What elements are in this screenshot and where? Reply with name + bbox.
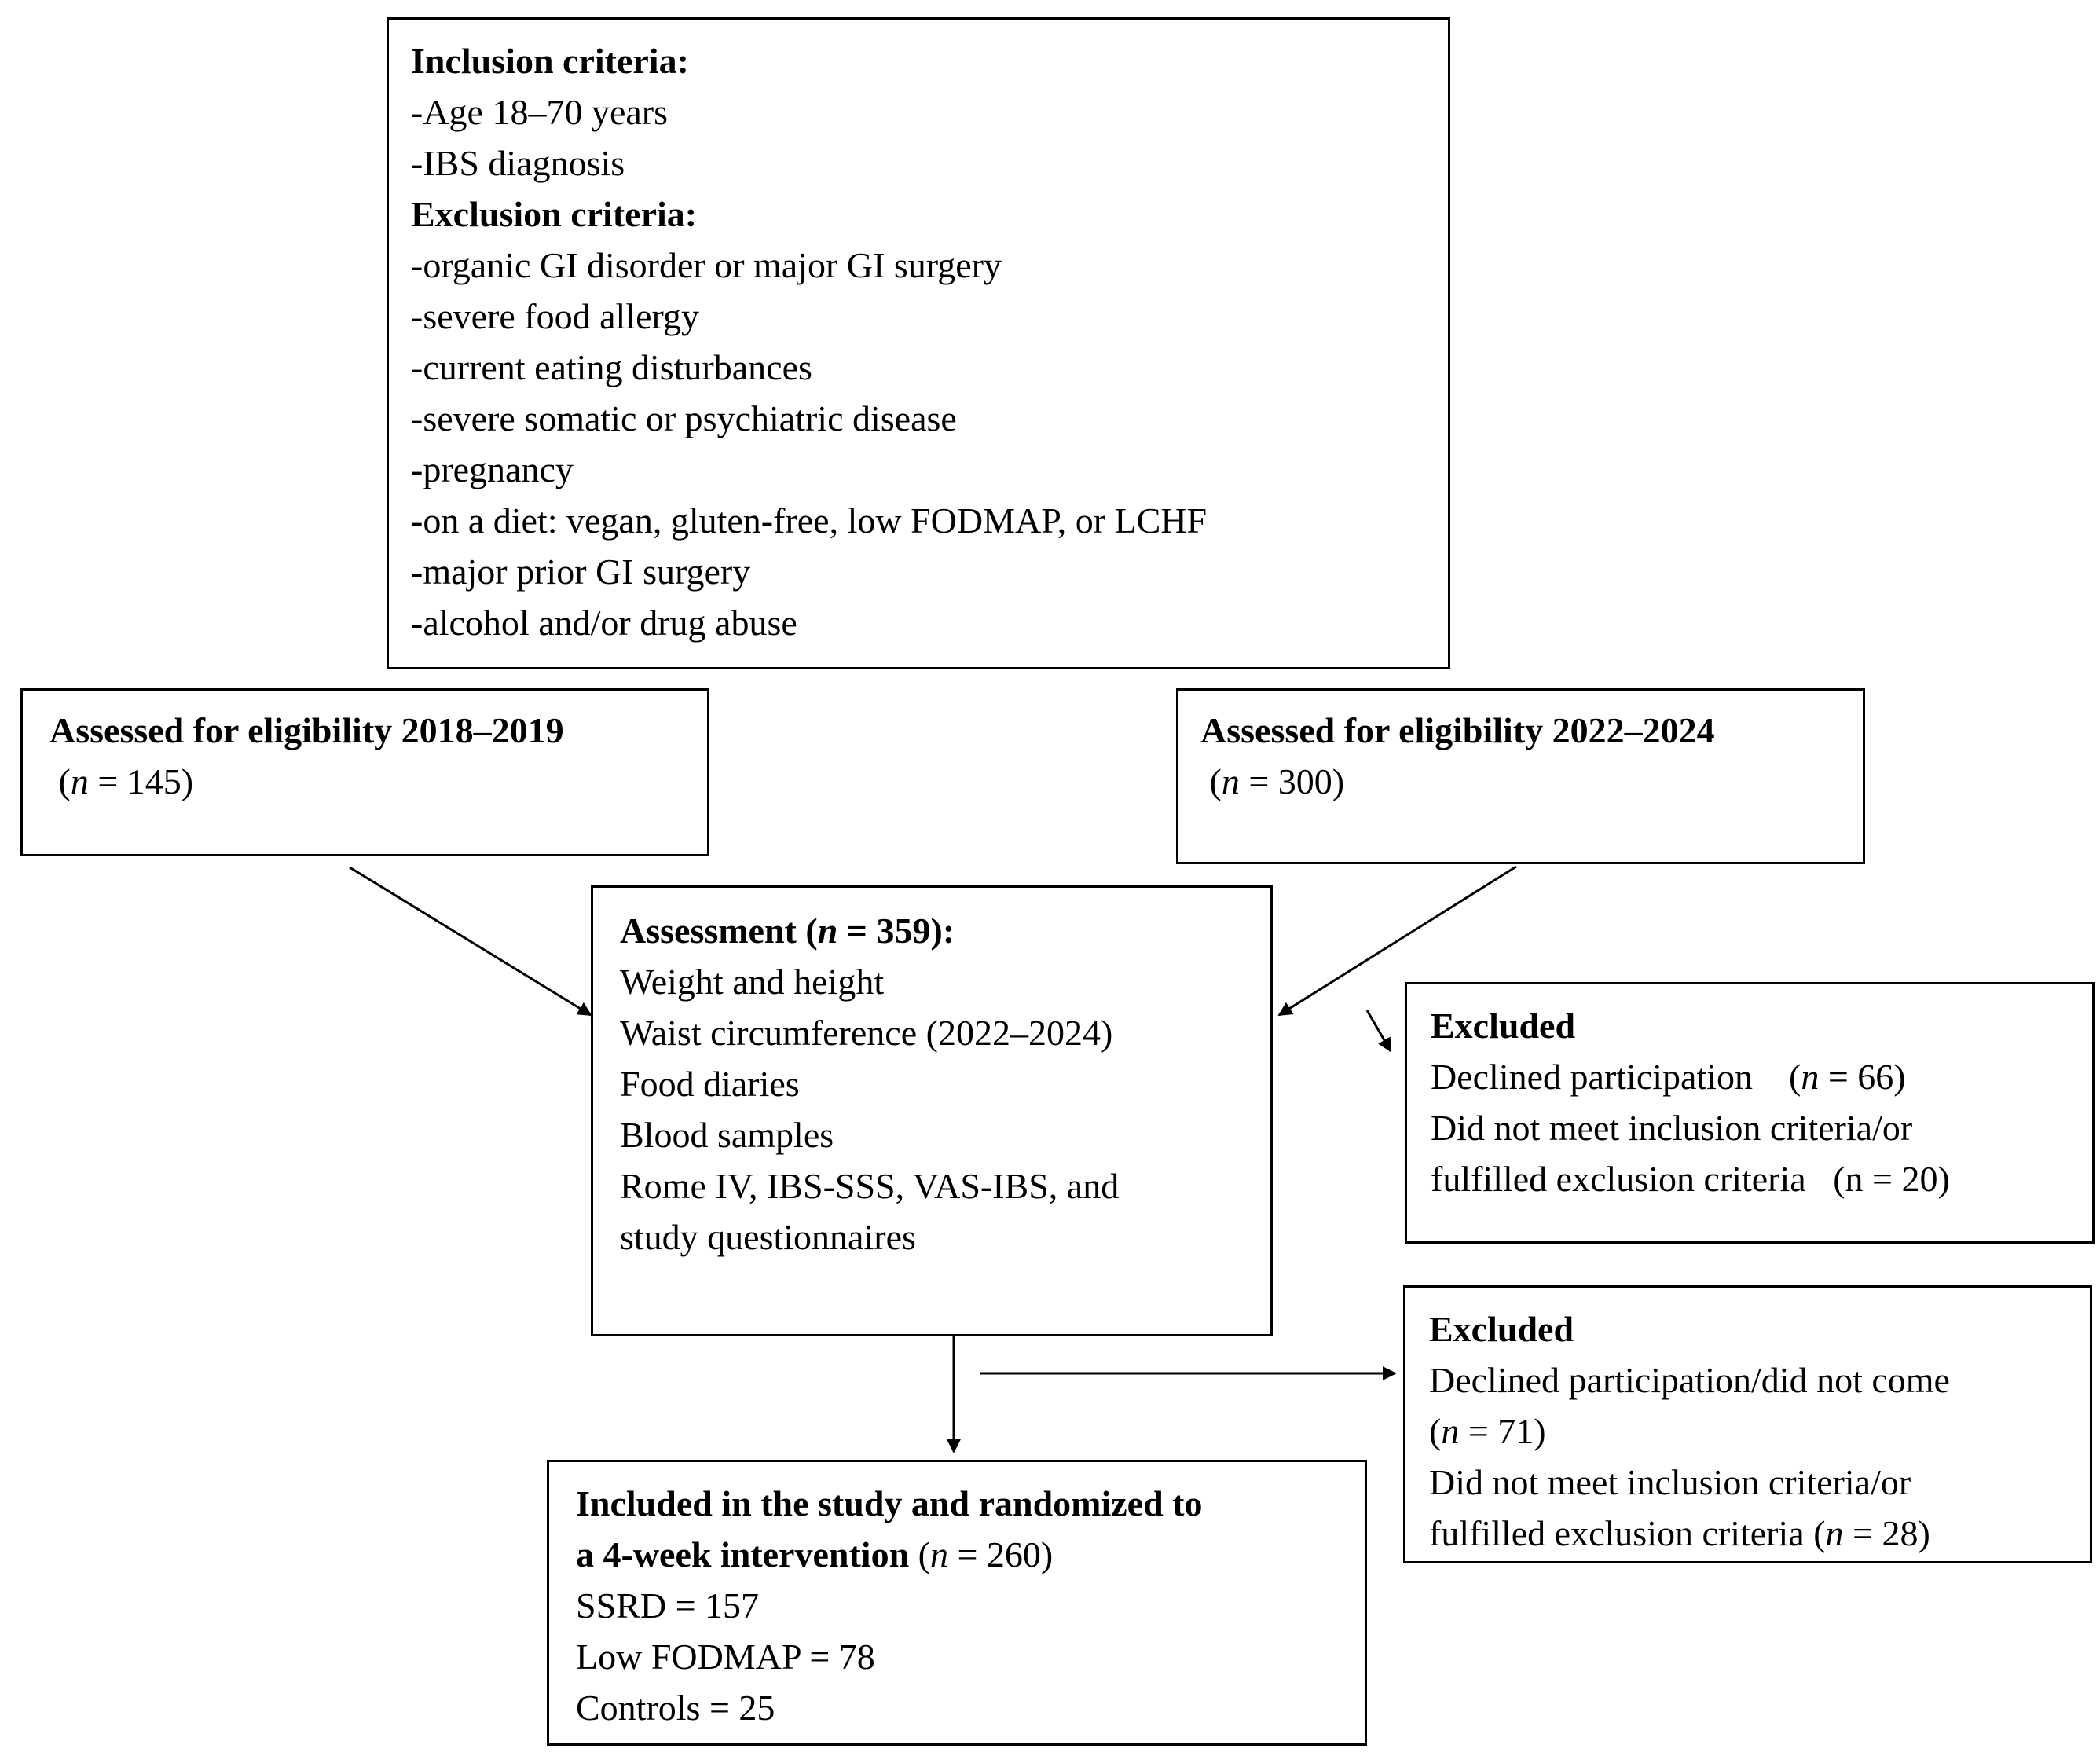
eligibility-2018-2019-count: (n = 145)	[58, 761, 194, 801]
eligibility-2018-2019-title: Assessed for eligibility 2018–2019	[49, 710, 564, 750]
included-title-line2: a 4-week intervention (n = 260)	[576, 1534, 1054, 1574]
criteria-box: Inclusion criteria: -Age 18–70 years -IB…	[387, 17, 1450, 669]
assessment-title: Assessment (n = 359):	[620, 911, 955, 951]
excluded-2-box: Excluded Declined participation/did not …	[1403, 1285, 2092, 1563]
excluded-2-title: Excluded	[1429, 1309, 1574, 1349]
exclusion-list: -organic GI disorder or major GI surgery…	[411, 240, 1448, 648]
excluded-2-not-meet-line1: Did not meet inclusion criteria/or	[1429, 1462, 1911, 1502]
included-group: Low FODMAP = 78	[576, 1637, 875, 1677]
assessment-item: Rome IV, IBS-SSS, VAS-IBS, and	[620, 1166, 1120, 1206]
excluded-1-box: Excluded Declined participation (n = 66)…	[1405, 982, 2095, 1244]
included-box: Included in the study and randomized to …	[547, 1460, 1367, 1746]
excluded-2-declined: Declined participation/did not come	[1429, 1360, 1950, 1400]
inclusion-criteria-title: Inclusion criteria:	[411, 41, 689, 81]
excluded-1-declined: Declined participation (n = 66)	[1431, 1057, 1906, 1097]
included-group: SSRD = 157	[576, 1585, 760, 1626]
assessment-item: Food diaries	[620, 1064, 800, 1104]
eligibility-2018-2019-box: Assessed for eligibility 2018–2019 (n = …	[20, 688, 709, 856]
eligibility-2022-2024-title: Assessed for eligibility 2022–2024	[1200, 710, 1715, 750]
excluded-1-title: Excluded	[1431, 1006, 1576, 1046]
excluded-2-not-meet-line2: fulfilled exclusion criteria (n = 28)	[1429, 1513, 1930, 1553]
assessment-item: Waist circumference (2022–2024)	[620, 1013, 1113, 1053]
inclusion-item: -IBS diagnosis	[411, 143, 625, 183]
excluded-2-declined-count: (n = 71)	[1429, 1411, 1546, 1451]
eligibility-2022-2024-box: Assessed for eligibility 2022–2024 (n = …	[1176, 688, 1865, 864]
exclusion-item: -current eating disturbances	[411, 347, 812, 387]
arrow-2018-to-assessment	[349, 866, 592, 1017]
eligibility-2022-2024-count: (n = 300)	[1209, 761, 1345, 801]
excluded-1-not-meet-line2: fulfilled exclusion criteria (n = 20)	[1431, 1159, 1950, 1199]
assessment-item: Weight and height	[620, 962, 885, 1002]
exclusion-item: -organic GI disorder or major GI surgery	[411, 245, 1002, 285]
arrow-to-excluded-1	[1365, 1010, 1392, 1053]
assessment-item: study questionnaires	[620, 1217, 916, 1257]
exclusion-item: -severe food allergy	[411, 296, 699, 336]
inclusion-item: -Age 18–70 years	[411, 92, 669, 132]
exclusion-item: -pregnancy	[411, 449, 574, 489]
included-title-line1: Included in the study and randomized to	[576, 1483, 1203, 1523]
included-group: Controls = 25	[576, 1688, 775, 1728]
exclusion-item: -major prior GI surgery	[411, 552, 751, 592]
arrow-2022-to-assessment	[1277, 865, 1517, 1017]
exclusion-item: -severe somatic or psychiatric disease	[411, 398, 957, 438]
assessment-box: Assessment (n = 359): Weight and height …	[591, 885, 1273, 1336]
exclusion-item: -on a diet: vegan, gluten-free, low FODM…	[411, 500, 1208, 541]
exclusion-criteria-title: Exclusion criteria:	[411, 194, 698, 234]
exclusion-item: -alcohol and/or drug abuse	[411, 603, 797, 643]
excluded-1-not-meet-line1: Did not meet inclusion criteria/or	[1431, 1108, 1913, 1148]
assessment-item: Blood samples	[620, 1115, 834, 1155]
